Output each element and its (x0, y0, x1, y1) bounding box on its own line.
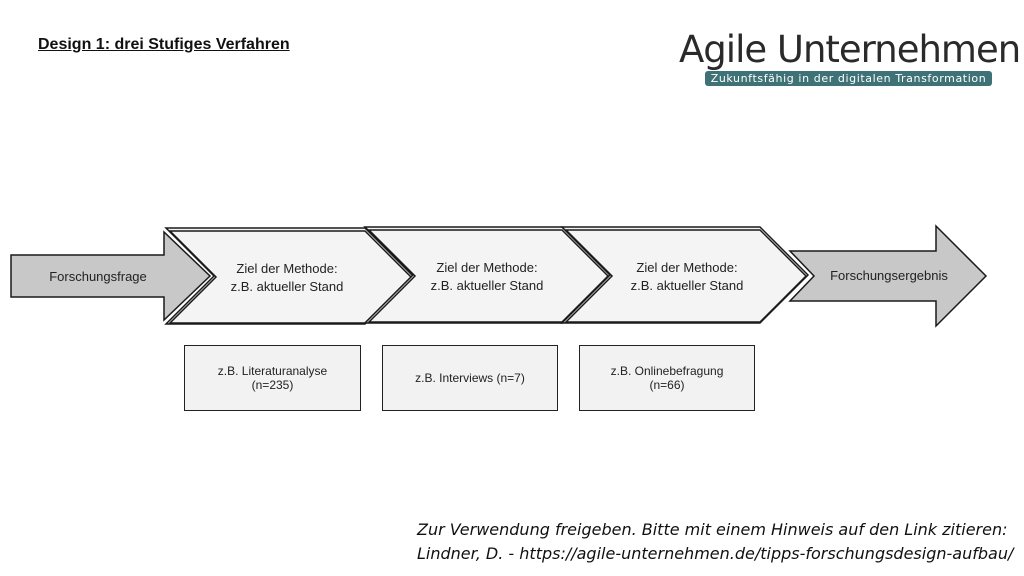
method-box-1: z.B. Literaturanalyse (n=235) (184, 345, 361, 411)
page-title: Design 1: drei Stufiges Verfahren (38, 36, 290, 53)
chevron-3-line1: Ziel der Methode: (636, 260, 737, 275)
method-box-3: z.B. Onlinebefragung (n=66) (579, 345, 755, 411)
method-box-2: z.B. Interviews (n=7) (382, 345, 558, 411)
start-arrow-shape (10, 230, 212, 322)
chevron-1-line1: Ziel der Methode: (236, 261, 337, 276)
citation-note-line1: Zur Verwendung freigeben. Bitte mit eine… (417, 520, 1008, 539)
chevron-2-line2: z.B. aktueller Stand (431, 278, 544, 293)
end-arrow-shape (788, 224, 988, 328)
citation-note: Zur Verwendung freigeben. Bitte mit eine… (417, 518, 1013, 566)
method-box-3-line1: z.B. Onlinebefragung (610, 364, 724, 378)
logo: Agile Unternehmen Zukunftsfähig in der d… (679, 28, 1021, 90)
chevron-2-line1: Ziel der Methode: (436, 260, 537, 275)
method-box-3-line2: (n=66) (649, 378, 685, 392)
chevron-3-line2: z.B. aktueller Stand (631, 278, 744, 293)
logo-name: Agile Unternehmen (679, 28, 1021, 71)
end-arrow-label: Forschungsergebnis (830, 268, 948, 283)
method-box-1-line1: z.B. Literaturanalyse (217, 364, 328, 378)
chevron-1-line2: z.B. aktueller Stand (231, 279, 344, 294)
chevron-3-shape (564, 229, 808, 323)
logo-tagline: Zukunftsfähig in der digitalen Transform… (705, 71, 992, 86)
start-arrow-label: Forschungsfrage (49, 269, 147, 284)
citation-note-line2: Lindner, D. - https://agile-unternehmen.… (417, 544, 1014, 563)
method-box-2-line1: z.B. Interviews (n=7) (415, 371, 525, 385)
method-box-1-line2: (n=235) (251, 378, 294, 392)
